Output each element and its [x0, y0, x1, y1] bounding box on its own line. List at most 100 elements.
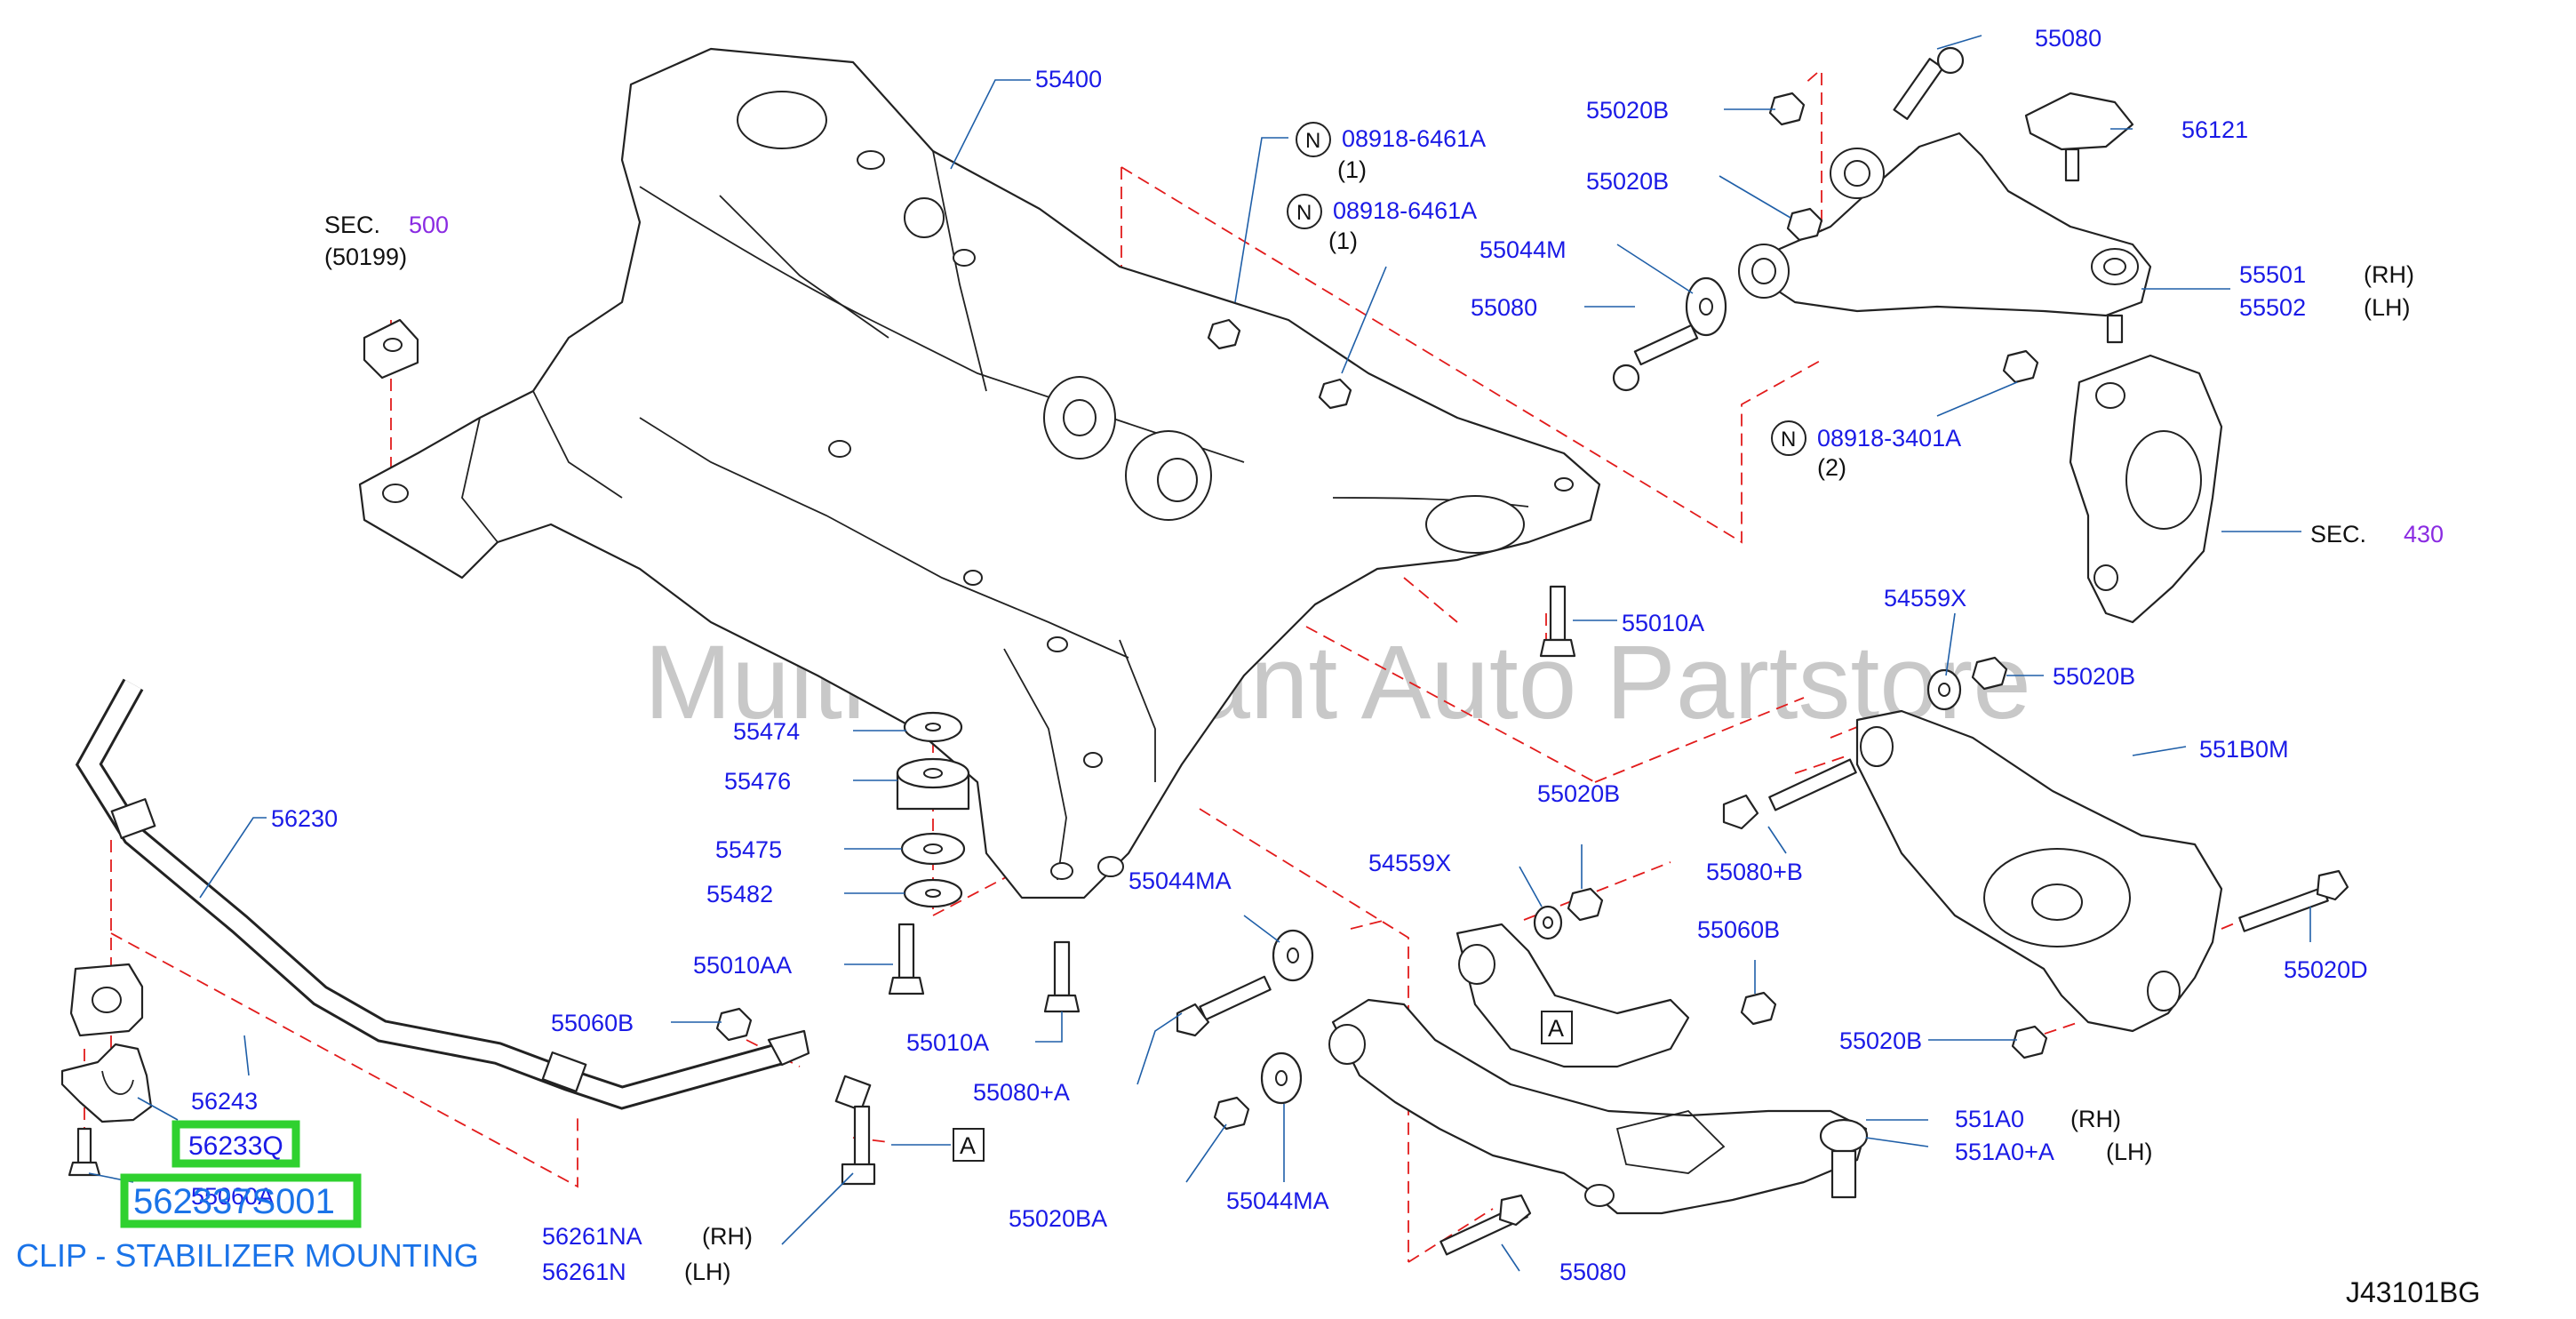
callout-56261na[interactable]: 56261NA [542, 1223, 642, 1250]
callout-55010a-1[interactable]: 55010A [1622, 610, 1704, 636]
rh-note-55501: (RH) [2364, 261, 2414, 288]
ref-box-a-1: A [1541, 1011, 1573, 1044]
callout-55060b-1[interactable]: 55060B [1697, 916, 1780, 943]
bolt-55080-top [1893, 46, 1965, 120]
sec-500-label: SEC. [324, 212, 380, 238]
nut-55060b-2 [715, 1007, 753, 1042]
callout-55020b-2[interactable]: 55020B [1586, 168, 1669, 195]
front-suspension-member [358, 47, 1601, 899]
lower-link-551a0 [1328, 923, 1869, 1215]
n-badge-2: N [1296, 201, 1312, 225]
callout-55080b[interactable]: 55080+B [1706, 859, 1803, 885]
bolt-55060a [68, 1127, 101, 1177]
callout-551a0[interactable]: 551A0 [1955, 1106, 2024, 1132]
callout-55010a-2[interactable]: 55010A [906, 1029, 989, 1056]
clip-56233q [60, 1043, 153, 1123]
nut-55020ba [1213, 1096, 1250, 1131]
part-description: CLIP - STABILIZER MOUNTING [16, 1237, 479, 1274]
callout-55476[interactable]: 55476 [724, 768, 791, 795]
callout-55080-mid[interactable]: 55080 [1471, 294, 1537, 321]
washer-55044ma-2 [1260, 1051, 1303, 1105]
highlight-part-number[interactable]: 56233Q [188, 1131, 283, 1161]
highlight-oem-number[interactable]: 562337S001 [133, 1182, 335, 1221]
qty-note-1: (1) [1337, 156, 1367, 183]
washer-54559x-1 [1926, 668, 1962, 711]
upper-link-assembly [1738, 132, 2152, 344]
callout-55020d[interactable]: 55020D [2284, 956, 2368, 983]
callout-55020b-5[interactable]: 55020B [1839, 1027, 1922, 1054]
washer-55044m [1685, 276, 1727, 337]
bolt-55020d [2238, 869, 2349, 932]
callout-55020ba[interactable]: 55020BA [1009, 1205, 1107, 1232]
callout-55020b-1[interactable]: 55020B [1586, 97, 1669, 124]
stopper-55474 [903, 711, 963, 743]
n-badge-1: N [1305, 129, 1320, 153]
callout-55400[interactable]: 55400 [1035, 66, 1102, 92]
n-badges: N N N [1287, 122, 1806, 456]
nut-55020b-5 [2011, 1025, 2048, 1059]
ref-box-a-2: A [953, 1128, 985, 1162]
washer-55482 [903, 878, 963, 908]
callout-55080-top[interactable]: 55080 [2035, 25, 2101, 52]
callout-56243[interactable]: 56243 [191, 1088, 258, 1115]
callout-55080-bot[interactable]: 55080 [1559, 1259, 1626, 1285]
callout-55474[interactable]: 55474 [733, 718, 800, 745]
callout-55482[interactable]: 55482 [706, 881, 773, 907]
callout-56230[interactable]: 56230 [271, 805, 338, 832]
bolt-55080b [1722, 758, 1857, 830]
callout-56121[interactable]: 56121 [2181, 116, 2248, 143]
callout-55010aa[interactable]: 55010AA [693, 952, 792, 979]
rh-note-551a0: (RH) [2070, 1106, 2121, 1132]
highlight-box-oem [120, 1173, 362, 1228]
washer-55044ma-1 [1272, 929, 1314, 982]
diagram-code: J43101BG [2346, 1276, 2480, 1308]
bracket-sec-500 [363, 318, 419, 380]
lower-link-551b0m [1855, 709, 2223, 1033]
sec-430-number[interactable]: 430 [2404, 521, 2444, 548]
highlight-box-56233q [171, 1120, 300, 1168]
callout-55020b-3[interactable]: 55020B [2053, 663, 2135, 690]
callout-55502[interactable]: 55502 [2239, 294, 2306, 321]
notes: (1) (1) (2) (RH) (LH) (RH) (LH) (RH) (LH… [684, 156, 2414, 1285]
nut-55020b-2 [1786, 207, 1823, 242]
callout-551a0a[interactable]: 551A0+A [1955, 1139, 2054, 1165]
callout-54559x-1[interactable]: 54559X [1884, 585, 1966, 612]
nut-55020b-4 [1567, 887, 1604, 922]
steering-knuckle [2069, 354, 2223, 624]
bolt-55080a [1176, 975, 1272, 1037]
callout-55080a[interactable]: 55080+A [973, 1079, 1070, 1106]
washer-54559x-2 [1533, 905, 1563, 940]
callout-55044m[interactable]: 55044M [1479, 236, 1567, 263]
callout-55044ma-2[interactable]: 55044MA [1226, 1187, 1329, 1214]
callout-551b0m[interactable]: 551B0M [2199, 736, 2289, 763]
callout-55060a[interactable]: 55060A [191, 1183, 274, 1210]
callout-08918-6461a-2[interactable]: 08918-6461A [1333, 197, 1477, 224]
callout-55020b-4[interactable]: 55020B [1537, 780, 1620, 807]
bolt-55010aa [888, 923, 925, 995]
leader-lines [88, 35, 2311, 1272]
nut-55020b-1 [1768, 92, 1806, 126]
callout-55501[interactable]: 55501 [2239, 261, 2306, 288]
callout-54559x-2[interactable]: 54559X [1368, 850, 1451, 876]
callout-55044ma-1[interactable]: 55044MA [1128, 867, 1232, 894]
lh-note-56261n: (LH) [684, 1259, 731, 1285]
callout-08918-6461a-1[interactable]: 08918-6461A [1342, 125, 1486, 152]
stabilizer-bar [75, 678, 810, 1110]
callout-55475[interactable]: 55475 [715, 836, 782, 863]
stabilizer-connecting-rod [834, 1075, 876, 1186]
sec-500-sub: (50199) [324, 244, 407, 270]
bolt-55010a-2 [1043, 940, 1081, 1013]
highlighted-part: 56233Q 562337S001 CLIP - STABILIZER MOUN… [16, 1120, 479, 1274]
section-references: SEC. 500 (50199) SEC. 430 [324, 212, 2444, 548]
rh-note-56261na: (RH) [702, 1223, 753, 1250]
bound-bumper [2024, 92, 2134, 182]
insulator-55476 [896, 757, 970, 811]
callout-56261n[interactable]: 56261N [542, 1259, 626, 1285]
sec-500-number[interactable]: 500 [409, 212, 449, 238]
nut-55020b-3 [1971, 656, 2008, 691]
lh-note-551a0a: (LH) [2106, 1139, 2153, 1165]
callout-08918-3401a[interactable]: 08918-3401A [1817, 425, 1961, 452]
sec-430-label: SEC. [2310, 521, 2366, 548]
callout-55060b-2[interactable]: 55060B [551, 1010, 634, 1036]
